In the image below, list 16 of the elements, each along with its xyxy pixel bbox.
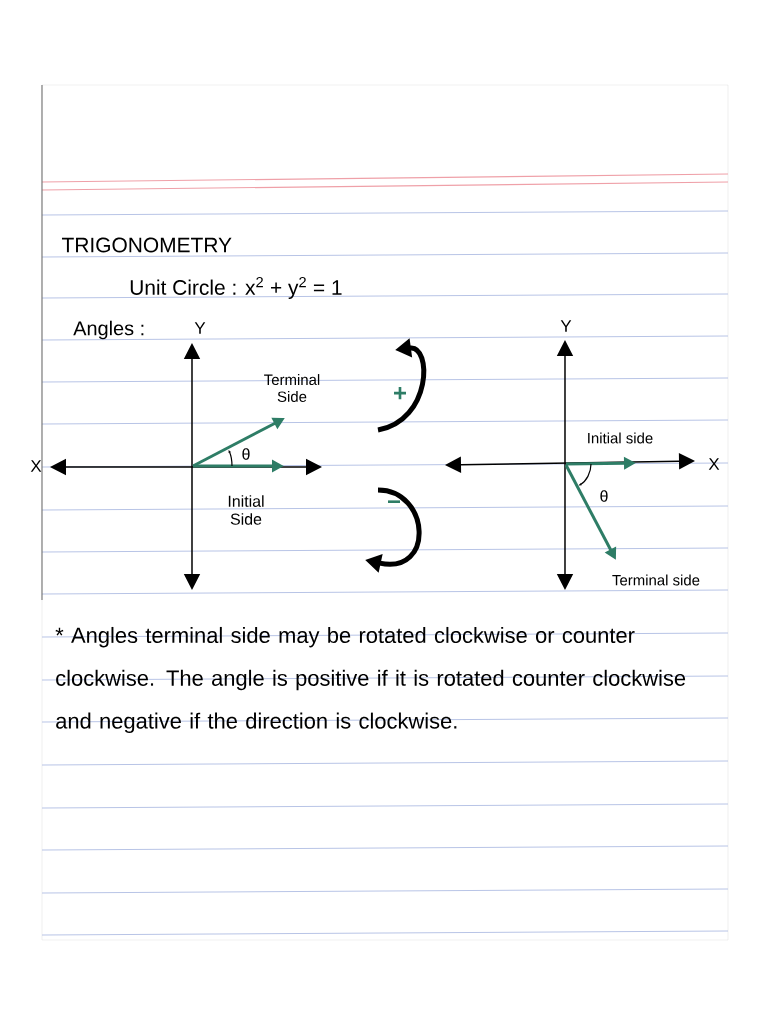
label-text: Terminal Side (264, 374, 320, 402)
label-text: θ (242, 448, 250, 460)
title: TRIGONOMETRY (62, 237, 232, 253)
label-text: Angles : (73, 320, 144, 340)
label-text: Y (194, 322, 206, 334)
label-text: − (388, 500, 400, 503)
label-text: Initial side (588, 432, 653, 444)
label-text: + (394, 387, 406, 400)
label-text: X (30, 460, 42, 472)
label-text: Initial Side (228, 495, 264, 525)
label-text: Y (560, 320, 572, 332)
note-text: * Angles terminal side may be rotated clockwise or counter clockwise. The angle is positive if it is rotated counter clockwise and negative if the direction is clockwise. (55, 626, 686, 734)
label-text: θ (600, 490, 608, 502)
label-text: X (708, 458, 720, 470)
label-text: Unit Circle : x$^{2}$ + y$^{2}$ = 1 (130, 277, 342, 300)
label-text: Terminal side (612, 574, 700, 586)
